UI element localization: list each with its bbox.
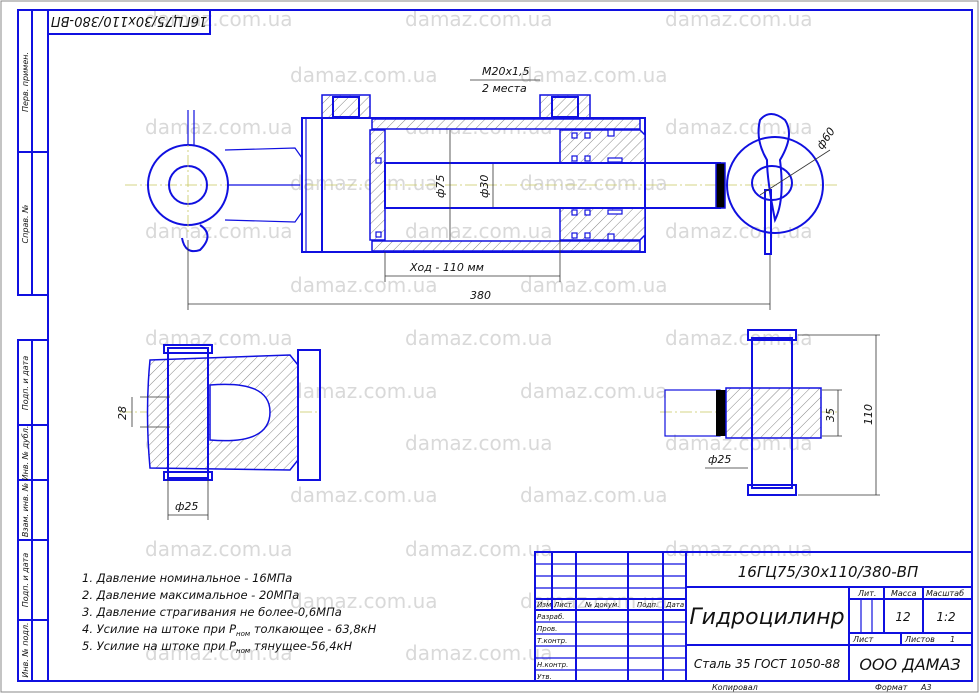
svg-text:damaz.com.ua: damaz.com.ua [290,483,438,507]
svg-text:damaz.com.ua: damaz.com.ua [520,63,668,87]
svg-text:Масса: Масса [891,589,917,598]
svg-text:ф60: ф60 [814,125,838,152]
svg-text:16ГЦ75/30х110/380-ВП: 16ГЦ75/30х110/380-ВП [51,13,208,28]
svg-text:Лит.: Лит. [857,589,876,598]
svg-text:12: 12 [895,610,910,624]
note-3: 3. Давление страгивания не более-0,6МПа [82,605,342,619]
svg-text:Листов: Листов [904,635,935,644]
svg-text:Ход - 110 мм: Ход - 110 мм [409,261,484,274]
title-block: Изм Лист № докум. Подп. Дата Разраб. Про… [534,551,973,692]
cylinder-main-view: ф75 ф30 ф60 М20х1,5 2 места Ход - 110 мм… [125,65,840,310]
svg-text:damaz.com.ua: damaz.com.ua [405,537,553,561]
svg-text:damaz.com.ua: damaz.com.ua [145,537,293,561]
svg-text:Утв.: Утв. [537,673,552,681]
svg-text:Справ. №: Справ. № [21,205,30,244]
svg-text:damaz.com.ua: damaz.com.ua [290,273,438,297]
svg-text:1: 1 [950,635,955,644]
svg-text:damaz.com.ua: damaz.com.ua [145,641,293,665]
svg-text:Подп. и дата: Подп. и дата [21,553,30,608]
svg-text:1:2: 1:2 [936,610,955,624]
svg-text:damaz.com.ua: damaz.com.ua [405,326,553,350]
svg-text:damaz.com.ua: damaz.com.ua [145,219,293,243]
svg-text:ф30: ф30 [478,175,491,198]
svg-text:Перв. примен.: Перв. примен. [21,52,30,112]
svg-text:damaz.com.ua: damaz.com.ua [145,115,293,139]
svg-text:damaz.com.ua: damaz.com.ua [290,171,438,195]
svg-text:35: 35 [824,408,837,422]
rod-eye [726,136,824,234]
svg-text:Подп. и дата: Подп. и дата [21,356,30,411]
svg-text:№ докум.: № докум. [584,601,620,609]
side-strip: Перв. примен. Справ. № Подп. и дата Инв.… [17,9,49,682]
svg-text:damaz.com.ua: damaz.com.ua [520,483,668,507]
watermarks: damaz.com.ua damaz.com.ua damaz.com.ua d… [145,7,813,665]
svg-text:Масштаб: Масштаб [926,589,964,598]
svg-text:Пров.: Пров. [537,625,557,633]
svg-text:Лист: Лист [553,601,573,609]
svg-text:Инв. № подл.: Инв. № подл. [21,622,30,677]
technical-notes: 1. Давление номинальное - 16МПа 2. Давле… [82,571,377,655]
svg-text:Формат: Формат [875,683,908,692]
company: ООО ДАМАЗ [859,655,960,674]
svg-text:damaz.com.ua: damaz.com.ua [405,431,553,455]
svg-text:ф25: ф25 [708,453,731,466]
note-2: 2. Давление максимальное - 20МПа [82,588,299,602]
svg-text:Т.контр.: Т.контр. [537,637,567,645]
svg-text:Изм: Изм [537,601,552,609]
svg-text:damaz.com.ua: damaz.com.ua [520,379,668,403]
svg-text:damaz.com.ua: damaz.com.ua [520,273,668,297]
clevis-view: 28 ф25 [116,344,321,520]
svg-text:damaz.com.ua: damaz.com.ua [665,115,813,139]
svg-text:damaz.com.ua: damaz.com.ua [405,641,553,665]
svg-text:Лист: Лист [852,635,874,644]
svg-text:Инв. № дубл.: Инв. № дубл. [21,426,30,481]
svg-text:damaz.com.ua: damaz.com.ua [145,326,293,350]
note-5: 5. Усилие на штоке при Pном тянущее-56,4… [82,639,352,655]
svg-text:28: 28 [116,406,129,420]
eye-side-view: 110 35 ф25 [660,329,880,496]
svg-text:Подп.: Подп. [637,601,658,609]
svg-text:Разраб.: Разраб. [537,613,565,621]
svg-text:damaz.com.ua: damaz.com.ua [520,171,668,195]
svg-text:damaz.com.ua: damaz.com.ua [290,63,438,87]
svg-text:Взам. инв. №: Взам. инв. № [21,483,30,537]
svg-text:ф25: ф25 [175,500,198,513]
svg-text:А3: А3 [920,683,932,692]
svg-text:damaz.com.ua: damaz.com.ua [665,537,813,561]
note-1: 1. Давление номинальное - 16МПа [82,571,292,585]
note-4: 4. Усилие на штоке при Pном толкающее - … [82,622,377,638]
svg-text:Н.контр.: Н.контр. [537,661,568,669]
svg-text:2 места: 2 места [482,82,527,95]
svg-text:М20х1,5: М20х1,5 [482,65,530,78]
svg-text:110: 110 [862,404,875,425]
svg-text:380: 380 [470,289,491,302]
part-name: Гидроцилинр [689,605,844,630]
svg-text:damaz.com.ua: damaz.com.ua [405,219,553,243]
svg-text:damaz.com.ua: damaz.com.ua [290,589,438,613]
svg-text:Копировал: Копировал [712,683,758,692]
designation: 16ГЦ75/30х110/380-ВП [738,563,919,581]
svg-text:Дата: Дата [665,601,684,609]
material: Сталь 35 ГОСТ 1050-88 [694,657,841,671]
svg-text:ф75: ф75 [434,175,447,198]
svg-text:damaz.com.ua: damaz.com.ua [290,379,438,403]
